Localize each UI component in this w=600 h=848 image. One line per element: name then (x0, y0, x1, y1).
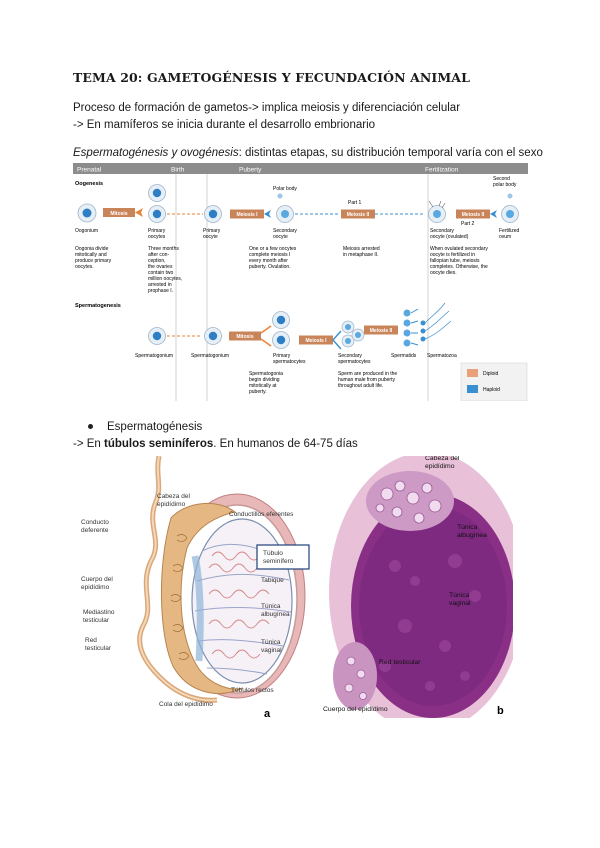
legend-diploid: Diploid (483, 371, 499, 377)
intro-line-3-italic: Espermatogénesis y ovogénesis (73, 147, 239, 159)
legend: Diploid Haploid (460, 362, 528, 401)
header-fertilization: Fertilization (425, 167, 459, 174)
meiosis2-box-o: Meiosis II (347, 212, 370, 218)
spermatids-label: Spermatids (391, 353, 417, 359)
panel-letter-b: b (497, 705, 504, 717)
spermatogenesis-label: Spermatogenesis (75, 303, 121, 309)
polar-body-label: Polar body (273, 186, 297, 192)
label-rectos: Túbulos rectos (231, 687, 274, 694)
intro-line-3-rest: : distintas etapas, su distribución temp… (238, 147, 543, 159)
epididymis (160, 502, 244, 694)
oogenesis-row: Mitosis Meiosis I Polar body Meiosis II … (77, 176, 519, 227)
timeline-header (73, 163, 528, 174)
label-conductillos: Conductillos eferentes (229, 511, 294, 518)
header-birth: Birth (171, 167, 185, 174)
spermatogonium-label-2: Spermatogonium (191, 353, 229, 359)
tubulo-highlight-box (256, 544, 310, 570)
part2-label: Part 2 (461, 221, 475, 227)
part1-label: Part 1 (348, 200, 362, 206)
panel-letter-a: a (264, 708, 271, 718)
bullet-item: Espermatogénesis (88, 421, 202, 433)
meiosis2-box-s: Meiosis II (370, 328, 393, 334)
gametogenesis-diagram: Prenatal Birth Puberty Fertilization Oog… (73, 163, 528, 401)
mitosis-box-o: Mitosis (110, 211, 127, 217)
meiosis2b-box-o: Meiosis II (462, 212, 485, 218)
meiosis1-box-o: Meiosis I (236, 212, 258, 218)
intro-line-3: Espermatogénesis y ovogénesis: distintas… (73, 147, 543, 159)
spermatogonium-label-1: Spermatogonium (135, 353, 173, 359)
tubules-line: -> En túbulos seminíferos. En humanos de… (73, 438, 358, 450)
intro-line-1: Proceso de formación de gametos-> implic… (73, 102, 461, 114)
header-prenatal: Prenatal (77, 167, 102, 174)
intro-line-2: -> En mamíferos se inicia durante el des… (73, 119, 376, 131)
tubules-prefix: -> En (73, 438, 105, 450)
mitosis-box-s: Mitosis (236, 334, 253, 340)
meiosis1-box-s: Meiosis I (305, 338, 327, 344)
bullet-dot (88, 424, 93, 430)
header-puberty: Puberty (239, 167, 262, 174)
spermatozoa-label: Spermatozoa (427, 353, 457, 359)
bullet-text: Espermatogénesis (107, 421, 203, 433)
page-title: TEMA 20: GAMETOGÉNESIS Y FECUNDACIÓN ANI… (73, 70, 470, 85)
label-tabique: Tabique (261, 577, 284, 584)
spermatogenesis-row: Mitosis Meiosis I Meiosis II (148, 302, 452, 350)
label-cola: Cola del epidídimo (159, 701, 213, 708)
tubules-bold: túbulos seminíferos (104, 438, 214, 450)
histo-label-red: Red testicular (379, 659, 421, 666)
epididymis-body (333, 642, 377, 710)
oogenesis-label: Oogenesis (75, 181, 103, 187)
legend-haploid: Haploid (483, 387, 500, 393)
histo-label-cuerpo: Cuerpo del epidídimo (323, 706, 388, 713)
tubules-suffix: . En humanos de 64-75 días (213, 438, 358, 450)
oogonium-label: Oogonium (75, 228, 98, 234)
